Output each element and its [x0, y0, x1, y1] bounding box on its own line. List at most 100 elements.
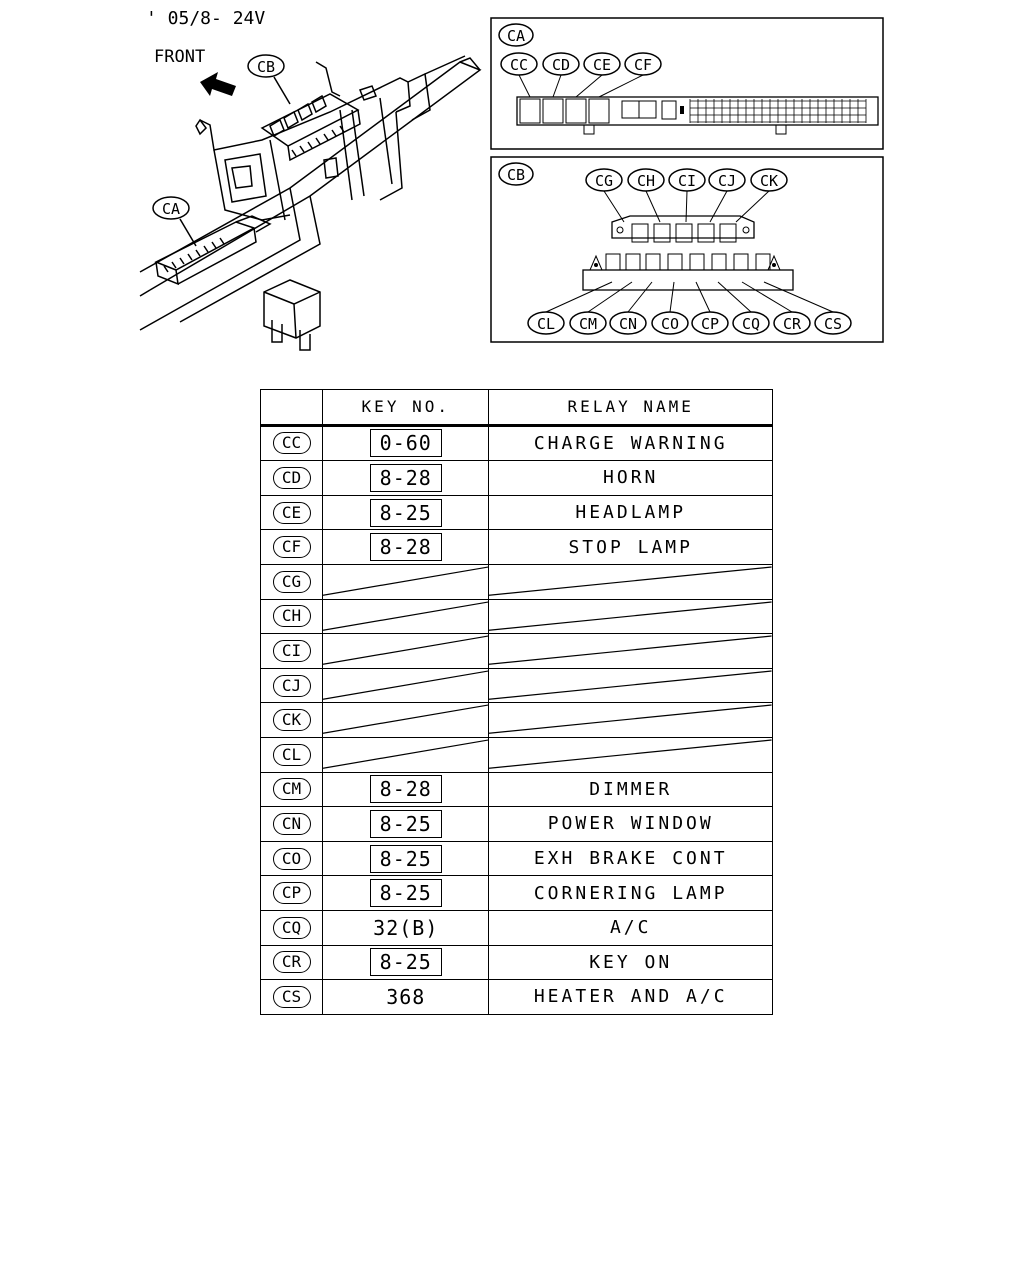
header-relay-name: RELAY NAME — [488, 389, 773, 427]
row-id-tag: CQ — [272, 916, 311, 939]
empty-slash-icon — [323, 634, 488, 668]
row-id-cell: CK — [259, 702, 324, 738]
relay-name-cell: POWER WINDOW — [488, 806, 773, 842]
callout-cg: CG — [585, 168, 625, 223]
key-no-cell: 8-28 — [322, 771, 490, 808]
row-id-cell: CC — [259, 424, 324, 462]
key-no-cell: 8-25 — [322, 494, 490, 531]
empty-slash-icon — [489, 565, 772, 599]
callout-co: CO — [651, 281, 689, 335]
empty-slash-icon — [323, 703, 488, 737]
key-no-cell — [322, 598, 490, 635]
table-row: CE 8-25 HEADLAMP — [259, 494, 773, 531]
relay-name-cell — [488, 633, 773, 669]
row-id-cell: CE — [259, 494, 324, 531]
relay-name-value: A/C — [609, 917, 652, 939]
header-id — [259, 389, 324, 427]
empty-slash-icon — [489, 669, 772, 703]
header-key-no: KEY NO. — [322, 389, 490, 427]
row-id-tag: CC — [272, 432, 311, 455]
callout-cs: CS — [763, 281, 852, 335]
svg-text:CJ: CJ — [718, 172, 736, 190]
svg-text:CG: CG — [595, 172, 613, 190]
key-no-cell — [322, 633, 490, 669]
callout-cf: CF — [598, 52, 662, 98]
svg-text:CO: CO — [661, 315, 679, 333]
table-row: CP 8-25 CORNERING LAMP — [259, 875, 773, 911]
row-id-tag: CR — [272, 951, 311, 974]
key-no-cell: 8-25 — [322, 944, 490, 981]
relay-name-value: HEATER AND A/C — [533, 986, 728, 1008]
callout-cj: CJ — [708, 168, 746, 223]
key-no-cell: 8-25 — [322, 875, 490, 911]
empty-slash-icon — [323, 565, 488, 599]
row-id-tag: CE — [272, 501, 311, 524]
callout-cl: CL — [527, 281, 613, 335]
row-id-cell: CI — [259, 633, 324, 669]
callout-cm: CM — [569, 281, 633, 335]
relay-name-cell: A/C — [488, 909, 773, 946]
relay-name-value: CORNERING LAMP — [533, 882, 728, 904]
callout-ca: CA — [152, 196, 197, 247]
relay-table: KEY NO. RELAY NAME CC 0-60 CHARGE WARNING C… — [259, 389, 773, 1015]
relay-name-cell — [488, 598, 773, 635]
svg-text:CA: CA — [162, 200, 180, 218]
key-no-value: 8-25 — [369, 879, 442, 908]
relay-name-cell — [488, 667, 773, 704]
key-no-value: 8-25 — [369, 844, 442, 873]
empty-slash-icon — [489, 738, 772, 772]
relay-name-value: EXH BRAKE CONT — [533, 848, 728, 870]
row-id-tag: CK — [272, 709, 311, 732]
relay-name-value: CHARGE WARNING — [533, 432, 728, 454]
row-id-cell: CP — [259, 875, 324, 911]
key-no-cell — [322, 736, 490, 773]
callout-cd: CD — [542, 52, 580, 98]
table-header-row: KEY NO. RELAY NAME — [259, 389, 773, 427]
table-row: CI — [259, 633, 773, 669]
svg-text:CE: CE — [593, 56, 611, 74]
relay-name-cell: HEATER AND A/C — [488, 979, 773, 1015]
key-no-cell: 368 — [322, 979, 490, 1015]
row-id-tag: CF — [272, 536, 311, 559]
key-no-cell: 8-25 — [322, 840, 490, 877]
front-arrow-icon — [200, 72, 236, 96]
row-id-tag: CS — [272, 985, 311, 1008]
relay-name-value: HEADLAMP — [575, 502, 687, 524]
relay-name-cell: CHARGE WARNING — [488, 424, 773, 462]
row-id-cell: CS — [259, 979, 324, 1015]
empty-slash-icon — [489, 600, 772, 634]
svg-text:CF: CF — [634, 56, 652, 74]
empty-slash-icon — [323, 600, 488, 634]
chassis-frame-drawing — [139, 55, 482, 351]
relay-name-cell: KEY ON — [488, 944, 773, 981]
row-id-cell: CN — [259, 806, 324, 842]
row-id-cell: CH — [259, 598, 324, 635]
key-no-value: 8-28 — [369, 463, 442, 492]
table-row: CH — [259, 598, 773, 635]
row-id-tag: CG — [272, 570, 311, 593]
key-no-cell: 32(B) — [322, 909, 490, 946]
svg-text:CI: CI — [678, 172, 696, 190]
svg-text:CL: CL — [537, 315, 555, 333]
table-row: CL — [259, 736, 773, 773]
row-id-cell: CG — [259, 563, 324, 600]
key-no-cell: 8-25 — [322, 806, 490, 842]
row-id-tag: CN — [272, 812, 311, 835]
svg-text:CD: CD — [552, 56, 570, 74]
row-id-cell: CR — [259, 944, 324, 981]
relay-name-cell: EXH BRAKE CONT — [488, 840, 773, 877]
svg-text:CQ: CQ — [742, 315, 760, 333]
relay-name-cell: DIMMER — [488, 771, 773, 808]
row-id-cell: CO — [259, 840, 324, 877]
key-no-value: 32(B) — [373, 915, 439, 940]
relay-location-diagram: ' 05/8- 24V FRONT — [139, 8, 884, 351]
key-no-cell: 8-28 — [322, 460, 490, 496]
key-no-value: 0-60 — [369, 429, 442, 458]
callout-cq: CQ — [717, 281, 770, 335]
relay-name-cell: CORNERING LAMP — [488, 875, 773, 911]
svg-text:CR: CR — [783, 315, 802, 333]
relay-name-value: DIMMER — [589, 778, 673, 800]
